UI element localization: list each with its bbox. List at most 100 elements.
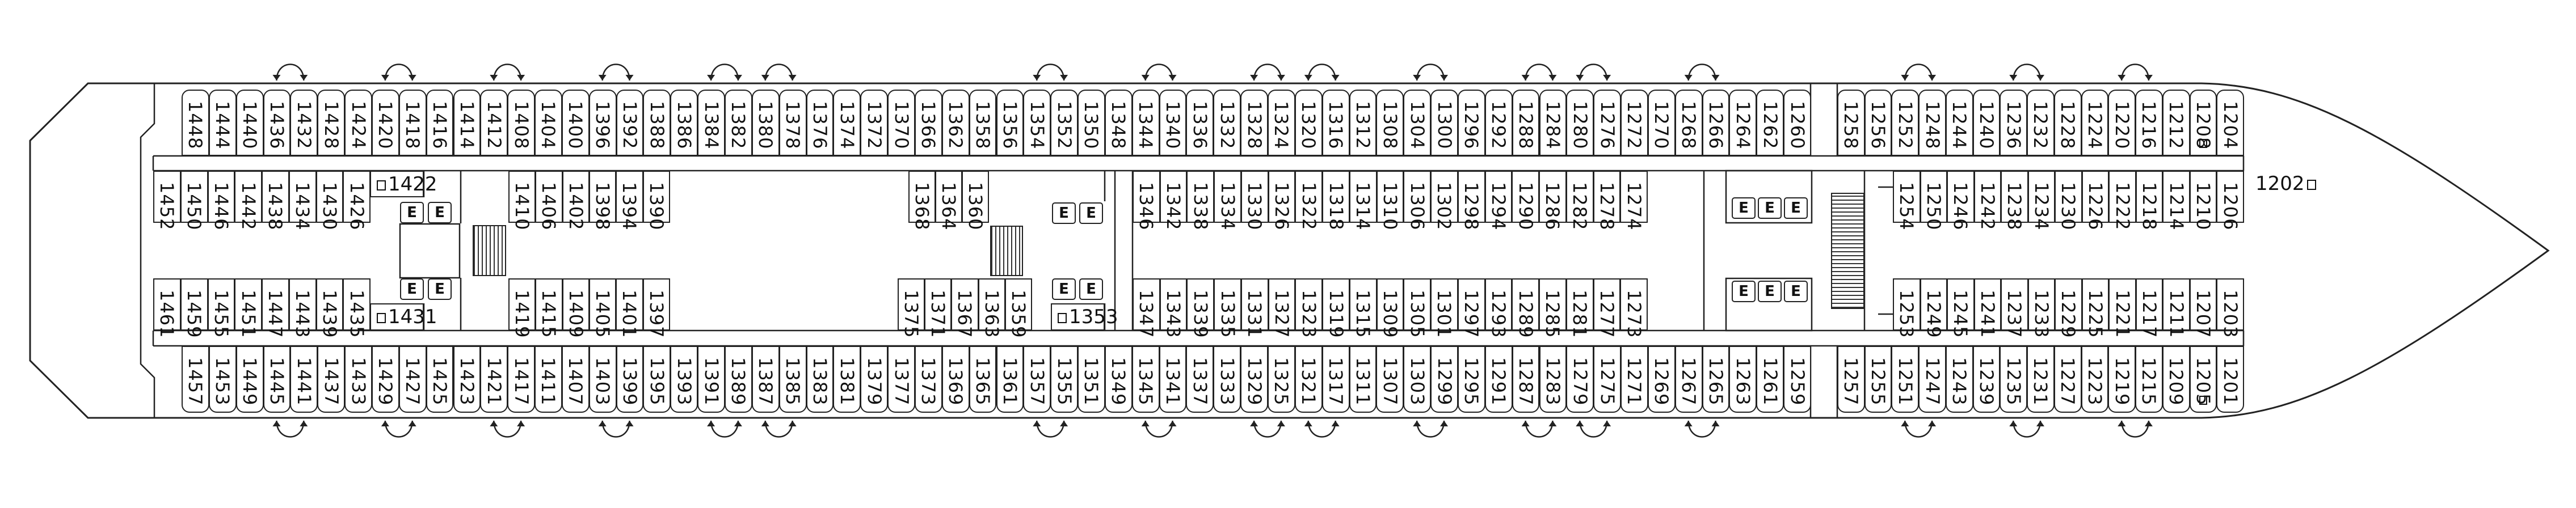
cabin-1449[interactable]: 1449 (235, 346, 264, 413)
cabin-1241[interactable]: 1241 (1973, 278, 2002, 338)
cabin-1277[interactable]: 1277 (1593, 278, 1621, 338)
cabin-1354[interactable]: 1354 (1023, 90, 1051, 156)
cabin-1367[interactable]: 1367 (951, 278, 979, 338)
cabin-1428[interactable]: 1428 (317, 90, 346, 156)
cabin-1252[interactable]: 1252 (1891, 90, 1920, 156)
cabin-1418[interactable]: 1418 (398, 90, 427, 156)
cabin-1376[interactable]: 1376 (806, 90, 834, 156)
cabin-1231[interactable]: 1231 (2027, 346, 2055, 413)
cabin-1336[interactable]: 1336 (1186, 90, 1214, 156)
cabin-1403[interactable]: 1403 (588, 346, 617, 413)
cabin-1288[interactable]: 1288 (1512, 90, 1540, 156)
cabin-1332[interactable]: 1332 (1213, 90, 1241, 156)
cabin-1339[interactable]: 1339 (1186, 278, 1215, 338)
cabin-1296[interactable]: 1296 (1457, 90, 1485, 156)
cabin-1227[interactable]: 1227 (2053, 346, 2082, 413)
cabin-1238[interactable]: 1238 (2001, 171, 2028, 230)
cabin-1229[interactable]: 1229 (2055, 278, 2082, 338)
cabin-1324[interactable]: 1324 (1268, 90, 1295, 156)
cabin-1309[interactable]: 1309 (1376, 278, 1404, 338)
cabin-1310[interactable]: 1310 (1376, 171, 1404, 230)
cabin-1343[interactable]: 1343 (1159, 278, 1188, 338)
cabin-1294[interactable]: 1294 (1484, 171, 1513, 230)
cabin-1371[interactable]: 1371 (924, 278, 952, 338)
cabin-1276[interactable]: 1276 (1593, 90, 1622, 156)
cabin-1250[interactable]: 1250 (1920, 171, 1948, 230)
cabin-1349[interactable]: 1349 (1104, 346, 1133, 413)
cabin-1382[interactable]: 1382 (725, 90, 752, 156)
cabin-1287[interactable]: 1287 (1512, 346, 1540, 413)
cabin-1245[interactable]: 1245 (1947, 278, 1975, 338)
cabin-1391[interactable]: 1391 (697, 346, 725, 413)
cabin-1264[interactable]: 1264 (1729, 90, 1757, 156)
cabin-1459[interactable]: 1459 (180, 278, 208, 338)
cabin-1281[interactable]: 1281 (1565, 278, 1594, 338)
cabin-1378[interactable]: 1378 (778, 90, 807, 156)
cabin-1279[interactable]: 1279 (1566, 346, 1594, 413)
cabin-1303[interactable]: 1303 (1403, 346, 1432, 413)
cabin-1445[interactable]: 1445 (263, 346, 291, 413)
cabin-1446[interactable]: 1446 (207, 171, 235, 230)
cabin-1410[interactable]: 1410 (508, 171, 536, 230)
cabin-1214[interactable]: 1214 (2162, 171, 2190, 230)
cabin-1435[interactable]: 1435 (343, 278, 371, 338)
cabin-1411[interactable]: 1411 (534, 346, 562, 413)
cabin-1244[interactable]: 1244 (1945, 90, 1973, 156)
cabin-1290[interactable]: 1290 (1512, 171, 1540, 230)
cabin-1217[interactable]: 1217 (2135, 278, 2163, 338)
cabin-1207[interactable]: 1207 (2189, 278, 2217, 338)
cabin-1327[interactable]: 1327 (1268, 278, 1296, 338)
cabin-1247[interactable]: 1247 (1918, 346, 1946, 413)
cabin-1306[interactable]: 1306 (1403, 171, 1432, 230)
cabin-1272[interactable]: 1272 (1620, 90, 1648, 156)
cabin-1400[interactable]: 1400 (561, 90, 590, 156)
cabin-1344[interactable]: 1344 (1131, 90, 1160, 156)
cabin-1275[interactable]: 1275 (1593, 346, 1622, 413)
cabin-1438[interactable]: 1438 (262, 171, 289, 230)
cabin-1337[interactable]: 1337 (1186, 346, 1214, 413)
cabin-1222[interactable]: 1222 (2108, 171, 2136, 230)
cabin-1427[interactable]: 1427 (398, 346, 427, 413)
cabin-1407[interactable]: 1407 (561, 346, 590, 413)
cabin-1393[interactable]: 1393 (670, 346, 698, 413)
cabin-1440[interactable]: 1440 (235, 90, 264, 156)
cabin-1388[interactable]: 1388 (643, 90, 671, 156)
cabin-1293[interactable]: 1293 (1484, 278, 1513, 338)
cabin-1278[interactable]: 1278 (1593, 171, 1621, 230)
cabin-1399[interactable]: 1399 (616, 346, 644, 413)
cabin-1406[interactable]: 1406 (535, 171, 563, 230)
cabin-1265[interactable]: 1265 (1702, 346, 1730, 413)
cabin-1236[interactable]: 1236 (2000, 90, 2028, 156)
cabin-1359[interactable]: 1359 (1004, 278, 1032, 338)
cabin-1225[interactable]: 1225 (2081, 278, 2110, 338)
cabin-1205[interactable]: 1205 (2189, 346, 2217, 413)
cabin-1215[interactable]: 1215 (2135, 346, 2163, 413)
cabin-1380[interactable]: 1380 (751, 90, 780, 156)
cabin-1330[interactable]: 1330 (1240, 171, 1269, 230)
cabin-1304[interactable]: 1304 (1403, 90, 1432, 156)
cabin-1209[interactable]: 1209 (2162, 346, 2190, 413)
cabin-1409[interactable]: 1409 (562, 278, 590, 338)
cabin-1291[interactable]: 1291 (1484, 346, 1513, 413)
cabin-1379[interactable]: 1379 (860, 346, 889, 413)
cabin-1295[interactable]: 1295 (1457, 346, 1485, 413)
cabin-1317[interactable]: 1317 (1321, 346, 1350, 413)
cabin-1312[interactable]: 1312 (1349, 90, 1377, 156)
cabin-1363[interactable]: 1363 (978, 278, 1005, 338)
cabin-1444[interactable]: 1444 (208, 90, 237, 156)
cabin-1210[interactable]: 1210 (2189, 171, 2217, 230)
cabin-1414[interactable]: 1414 (453, 90, 481, 156)
cabin-1326[interactable]: 1326 (1268, 171, 1296, 230)
cabin-1439[interactable]: 1439 (315, 278, 344, 338)
cabin-1346[interactable]: 1346 (1133, 171, 1160, 230)
cabin-1266[interactable]: 1266 (1702, 90, 1730, 156)
cabin-1452[interactable]: 1452 (153, 171, 181, 230)
cabin-1261[interactable]: 1261 (1756, 346, 1784, 413)
cabin-1331[interactable]: 1331 (1240, 278, 1269, 338)
cabin-1356[interactable]: 1356 (996, 90, 1024, 156)
cabin-1249[interactable]: 1249 (1920, 278, 1948, 338)
cabin-1405[interactable]: 1405 (589, 278, 617, 338)
cabin-1451[interactable]: 1451 (234, 278, 262, 338)
cabin-1202[interactable]: 1202 (2255, 172, 2318, 195)
cabin-1220[interactable]: 1220 (2108, 90, 2136, 156)
